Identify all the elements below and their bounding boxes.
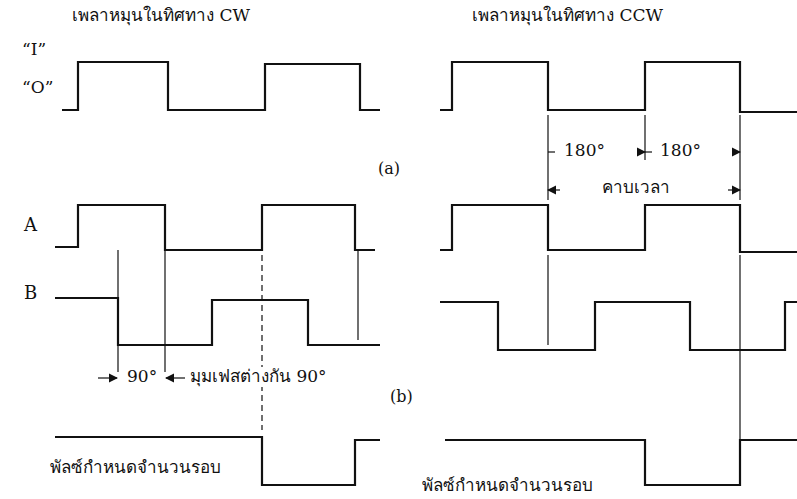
phase-a-wave: [55, 205, 375, 250]
signal-name: A: [22, 215, 39, 236]
logic-level: “O”: [20, 78, 55, 98]
figure-label: (b): [388, 388, 415, 406]
phase-a-wave: [440, 205, 797, 252]
angle-label: 90°: [125, 367, 159, 387]
logic-level: “I”: [20, 40, 48, 60]
output-wave: [62, 62, 380, 110]
reference-line: [644, 115, 645, 160]
direction-title: เพลาหมุนในทิศทาง CCW: [470, 6, 665, 26]
dimension-line: [166, 377, 185, 378]
phase-note: มุมเฟสต่างกัน 90°: [188, 367, 329, 387]
reference-line: [739, 115, 740, 200]
index-pulse-label: พัลซ์กำหนดจำนวนรอบ: [420, 476, 595, 496]
phase-b-wave: [55, 298, 380, 345]
reference-line: [117, 250, 118, 372]
reference-line: [547, 255, 548, 345]
reference-line: [164, 250, 165, 372]
reference-line: [547, 115, 548, 200]
signal-name: B: [22, 283, 39, 304]
dimension-line: [548, 189, 560, 190]
angle-label: 180°: [658, 141, 703, 161]
reference-line: [261, 255, 262, 430]
output-wave: [440, 62, 797, 112]
angle-label: 180°: [562, 141, 607, 161]
dimension-line: [645, 151, 652, 152]
dimension-line: [640, 151, 645, 152]
phase-b-wave: [440, 302, 797, 350]
index-pulse-label: พัลซ์กำหนดจำนวนรอบ: [48, 458, 223, 478]
figure-label: (a): [376, 160, 402, 178]
direction-title: เพลาหมุนในทิศทาง CW: [70, 6, 252, 26]
reference-line: [739, 255, 740, 470]
reference-line: [357, 250, 358, 340]
dimension-line: [734, 151, 740, 152]
dimension-line: [98, 377, 117, 378]
dimension-line: [728, 189, 740, 190]
dimension-line: [548, 151, 555, 152]
period-label: คาบเวลา: [600, 178, 672, 198]
